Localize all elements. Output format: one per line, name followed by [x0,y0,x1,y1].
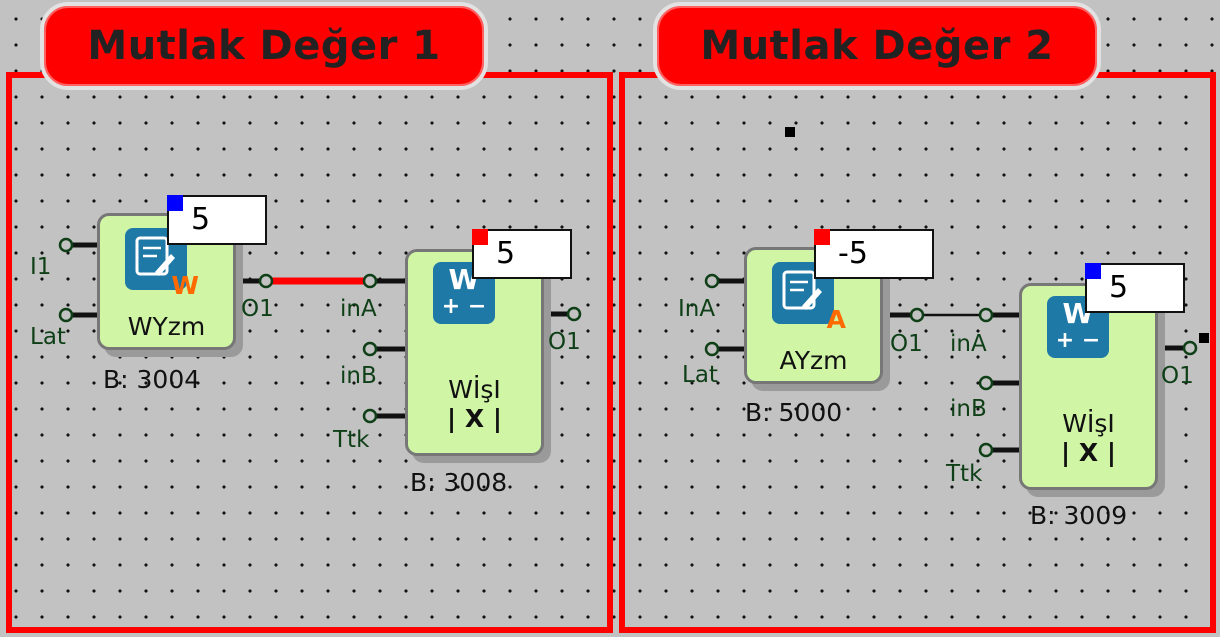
icon-letter: W [171,271,199,300]
wyzm-input-port-lat[interactable] [58,307,100,323]
block-wisl-abs[interactable]: W + − WİşI | X | [405,249,544,456]
block-name-abs: | X | [1061,438,1116,467]
block-name: WİşI [1062,409,1115,438]
ayzm-input-port-lat[interactable] [704,341,748,357]
icon-text-bottom: + − [441,294,487,319]
port-label-o1: O1 [1161,363,1194,389]
value-text: 5 [191,202,211,237]
status-flag-red [814,229,830,245]
icon-letter: A [826,305,846,334]
port-label-inb: inB [340,363,377,389]
value-display[interactable]: 5 [1085,263,1185,313]
write-analog-icon: A [772,262,846,332]
ayzm-input-port-ina[interactable] [704,273,748,289]
value-text: 5 [1109,270,1129,305]
panel-1-title-text: Mutlak Değer 1 [87,23,441,69]
block-name: WYzm [127,312,206,341]
panel-1-title[interactable]: Mutlak Değer 1 [40,2,488,90]
wisl1-output-port-o1[interactable] [540,306,582,322]
port-label-o1: O1 [548,329,581,355]
wisl2-input-port-ttk[interactable] [978,442,1022,458]
status-flag-blue [1085,263,1101,279]
selection-handle[interactable] [785,127,795,137]
icon-text-bottom: + − [1055,328,1101,353]
value-display[interactable]: -5 [814,229,934,279]
port-label-o1: O1 [890,331,923,357]
block-name-abs: | X | [447,404,502,433]
port-label-lat: Lat [682,362,718,388]
block-address: B: 3009 [1030,501,1128,530]
wyzm-input-port-i1[interactable] [58,237,100,253]
port-label-i1: I1 [30,254,52,280]
port-label-ttk: Ttk [333,427,370,453]
port-label-ina: inA [340,296,377,322]
block-address: B: 3008 [410,468,508,497]
wisl2-input-port-inb[interactable] [978,375,1022,391]
value-text: 5 [496,236,516,271]
block-address: B: 5000 [745,398,843,427]
wire-wyzm-o1-to-wisl-ina[interactable] [235,273,408,289]
wisl2-output-port-o1[interactable] [1158,340,1198,356]
value-display[interactable]: 5 [472,229,572,279]
port-label-o1: O1 [241,296,274,322]
block-address: B: 3004 [103,365,201,394]
port-label-ina: InA [678,296,716,322]
block-wisl-abs[interactable]: W + − WİşI | X | [1019,283,1158,490]
panel-2-title[interactable]: Mutlak Değer 2 [653,2,1101,90]
value-text: -5 [838,236,868,271]
wisl1-input-port-inb[interactable] [362,341,408,357]
wisl1-input-port-ttk[interactable] [362,408,408,424]
port-label-ttk: Ttk [946,461,983,487]
status-flag-red [472,229,488,245]
selection-handle[interactable] [1199,333,1209,343]
block-name: AYzm [779,346,848,375]
port-label-lat: Lat [30,324,66,350]
block-name: WİşI [448,375,501,404]
status-flag-blue [167,195,183,211]
value-display[interactable]: 5 [167,195,267,245]
port-label-ina: inA [950,331,987,357]
port-label-inb: inB [950,396,987,422]
panel-2-title-text: Mutlak Değer 2 [700,23,1054,69]
wire-ayzm-o1-to-wisl-ina[interactable] [882,307,1022,323]
